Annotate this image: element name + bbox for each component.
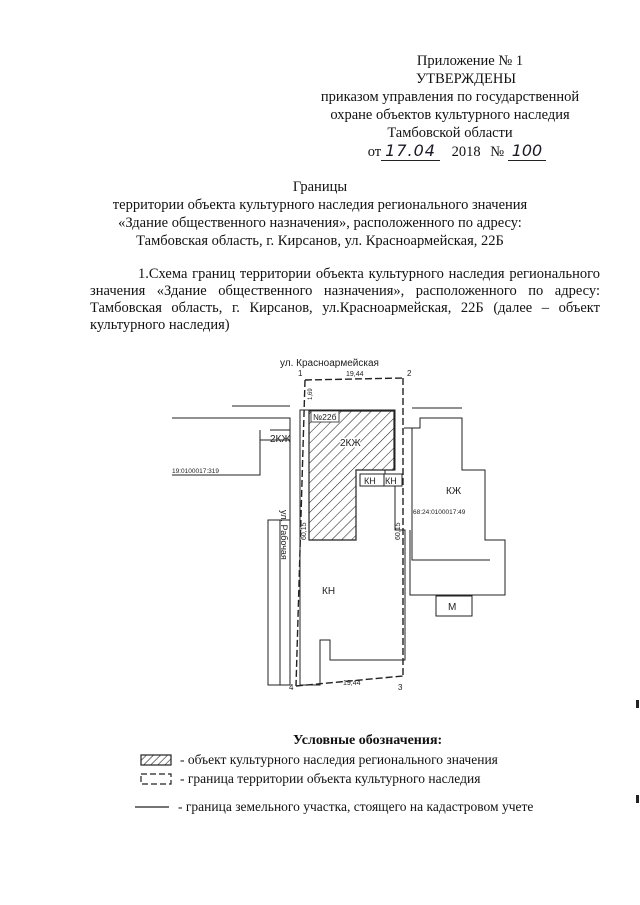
building-number-box [310,410,340,423]
heritage-object-building [308,410,395,541]
neighbour-left-parcel [172,405,291,686]
legend-item-territory: - граница территории объекта культурного… [140,770,480,788]
scan-edge-mark [636,700,639,708]
legend-text-heritage: - объект культурного наследия региональн… [180,752,498,767]
legend-text-land-parcel: - граница земельного участка, стоящего н… [178,799,534,814]
number-sign: № [490,144,505,160]
hatched-box-icon [140,754,172,766]
dashed-box-icon [140,773,172,785]
title-line-4: Тамбовская область, г. Кирсанов, ул. Кра… [136,233,504,249]
outbuilding-kh-2 [383,473,403,487]
scan-edge-mark [636,795,639,803]
building-number-label: №22б [313,412,337,422]
title-line-1: Границы [292,179,348,195]
point-4-label: 4 [289,683,294,690]
cadastral-right-label: 68:24:0100017:49 [413,509,466,516]
section-1-text: 1.Схема границ территории объекта культу… [90,266,600,333]
handwritten-date: 17.04 [381,141,440,161]
approved-label: УТВЕРЖДЕНЫ [415,71,517,87]
solid-line-icon [135,806,169,808]
label-2kzh-main: 2КЖ [340,438,361,449]
title-line-3: «Здание общественного назначения», распо… [118,215,522,231]
legend-item-heritage: - объект культурного наследия региональн… [140,751,498,769]
label-kh-big: КН [322,586,335,597]
neighbour-right-parcel [404,407,506,617]
dimension-top: 19,44 [346,371,364,378]
order-line-3: Тамбовской области [387,125,513,141]
label-2kzh-left: 2КЖ [270,434,291,445]
street-side-label: ул. Рабочая [279,510,289,560]
label-kh-2: КН [385,476,397,486]
order-line-2: охране объектов культурного наследия [330,107,570,123]
boundary-scheme: ул. Красноармейская ул. Рабочая 2КЖ 19:0… [172,358,506,690]
dimension-bottom: 19,44 [343,680,361,687]
dimension-corner: 1,69 [308,388,314,400]
appendix-label: Приложение № 1 [416,53,524,69]
point-1-label: 1 [298,369,303,378]
legend-text-territory: - граница территории объекта культурного… [180,771,481,786]
document-title: Границы территории объекта культурного н… [0,178,640,250]
dimension-right: 60,15 [395,522,402,540]
approval-block: Приложение № 1 УТВЕРЖДЕНЫ приказом управ… [300,52,600,161]
point-3-label: 3 [398,683,403,690]
date-year: 2018 [451,144,481,160]
handwritten-number: 100 [507,141,547,161]
label-m: М [448,602,456,613]
title-line-2: территории объекта культурного наследия … [112,197,528,213]
point-2-label: 2 [407,369,412,378]
date-prefix: от [367,144,382,160]
label-kzh-right: КЖ [446,486,462,497]
street-top-label: ул. Красноармейская [280,358,379,369]
order-line-1: приказом управления по государственной [320,89,580,105]
legend-title: Условные обозначения: [293,733,443,748]
dimension-left: 60,15 [301,522,308,540]
label-kh-1: КН [364,476,376,486]
legend-item-land-parcel: - граница земельного участка, стоящего н… [134,798,533,816]
svg-text:ул. Рабочая: ул. Рабочая [279,510,289,560]
cadastral-left-label: 19:0100017:319 [172,468,219,475]
